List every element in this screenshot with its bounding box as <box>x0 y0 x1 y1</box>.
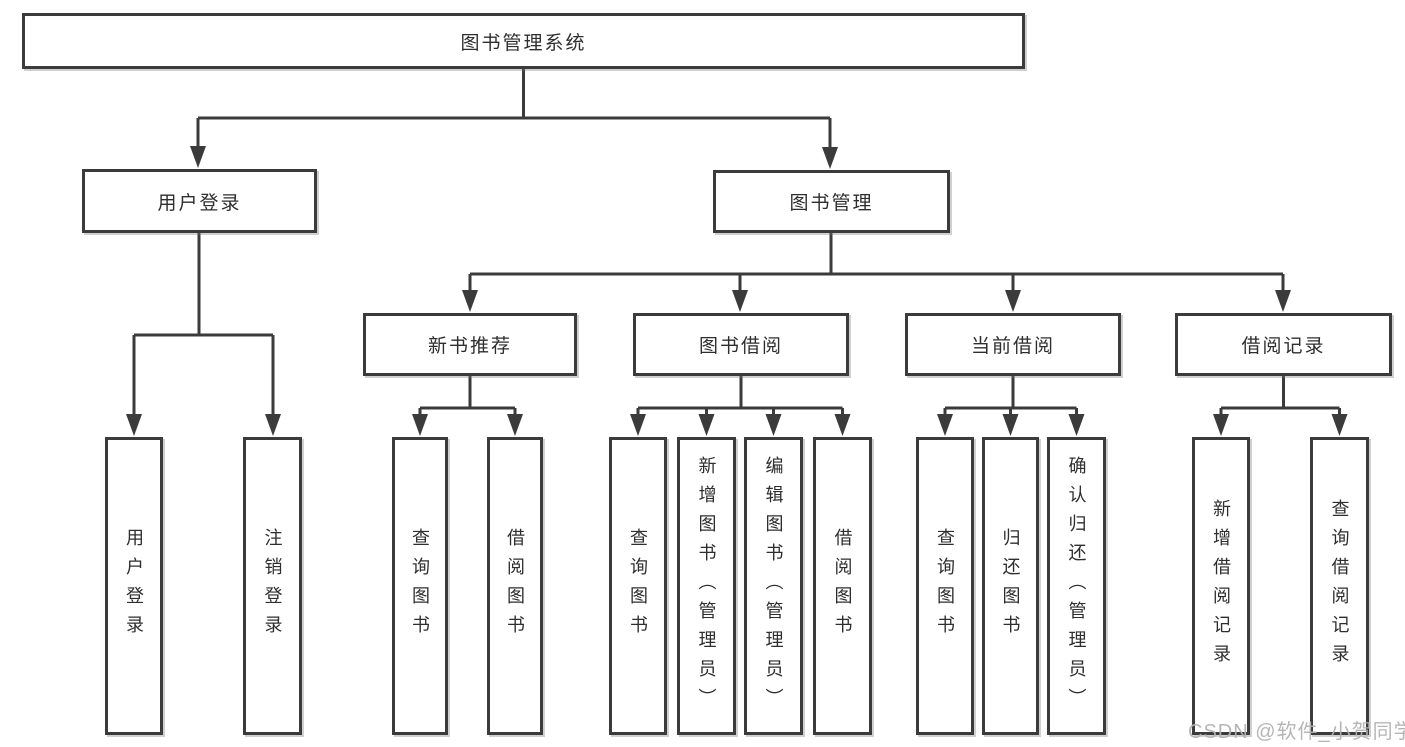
arrow-down-icon <box>1331 414 1348 436</box>
node-label: 用户登录 <box>157 192 242 214</box>
node-current-borrow: 当前借阅 <box>905 313 1121 376</box>
leaf-borrow-books: 借阅图书 <box>813 437 872 735</box>
node-new-book-recommend: 新书推荐 <box>363 313 577 376</box>
arrow-down-icon <box>1213 414 1229 436</box>
arrow-down-icon <box>765 414 782 436</box>
arrow-down-icon <box>822 147 838 169</box>
arrow-down-icon <box>732 290 748 312</box>
connector-lines <box>132 69 1341 418</box>
node-root-system: 图书管理系统 <box>22 13 1025 69</box>
leaf-query-books: 查询图书 <box>392 437 448 735</box>
arrow-down-icon <box>1068 414 1085 436</box>
watermark: CSDN @软件_小贺同学 <box>1188 721 1405 743</box>
node-label: 图书管理 <box>789 193 874 214</box>
node-label: 新书推荐 <box>427 336 512 357</box>
leaf-confirm-return-admin: 确认归还（管理员） <box>1047 437 1106 735</box>
node-borrow-records: 借阅记录 <box>1175 313 1392 376</box>
arrow-down-icon <box>1275 290 1291 312</box>
node-user-login: 用户登录 <box>82 169 317 233</box>
node-label: 图书借阅 <box>698 336 783 357</box>
arrow-down-icon <box>937 414 953 436</box>
leaf-add-books-admin: 新增图书（管理员） <box>677 437 736 735</box>
arrow-down-icon <box>507 414 523 436</box>
arrow-down-icon <box>462 290 478 312</box>
arrowheads <box>126 146 1348 436</box>
arrow-down-icon <box>1002 414 1019 436</box>
arrow-down-icon <box>190 146 206 168</box>
leaf-return-books: 归还图书 <box>982 437 1039 735</box>
node-label: 当前借阅 <box>970 336 1055 357</box>
leaf-query-borrow-record: 查询借阅记录 <box>1310 437 1369 735</box>
arrow-down-icon <box>630 414 646 436</box>
leaf-query-books: 查询图书 <box>916 437 974 735</box>
node-book-borrow: 图书借阅 <box>633 313 849 376</box>
arrow-down-icon <box>126 414 142 436</box>
leaf-borrow-books: 借阅图书 <box>487 437 543 735</box>
arrow-down-icon <box>412 414 428 436</box>
leaf-add-borrow-record: 新增借阅记录 <box>1192 437 1250 735</box>
arrow-down-icon <box>698 414 715 436</box>
node-label: 借阅记录 <box>1241 336 1326 357</box>
node-label: 图书管理系统 <box>460 32 587 54</box>
leaf-edit-books-admin: 编辑图书（管理员） <box>744 437 803 735</box>
leaf-user-login: 用户登录 <box>105 437 163 735</box>
arrow-down-icon <box>1005 290 1021 312</box>
node-book-management: 图书管理 <box>713 170 950 233</box>
arrow-down-icon <box>834 414 851 436</box>
leaf-logout: 注销登录 <box>243 437 302 735</box>
arrow-down-icon <box>265 414 281 436</box>
leaf-query-books: 查询图书 <box>609 437 667 735</box>
